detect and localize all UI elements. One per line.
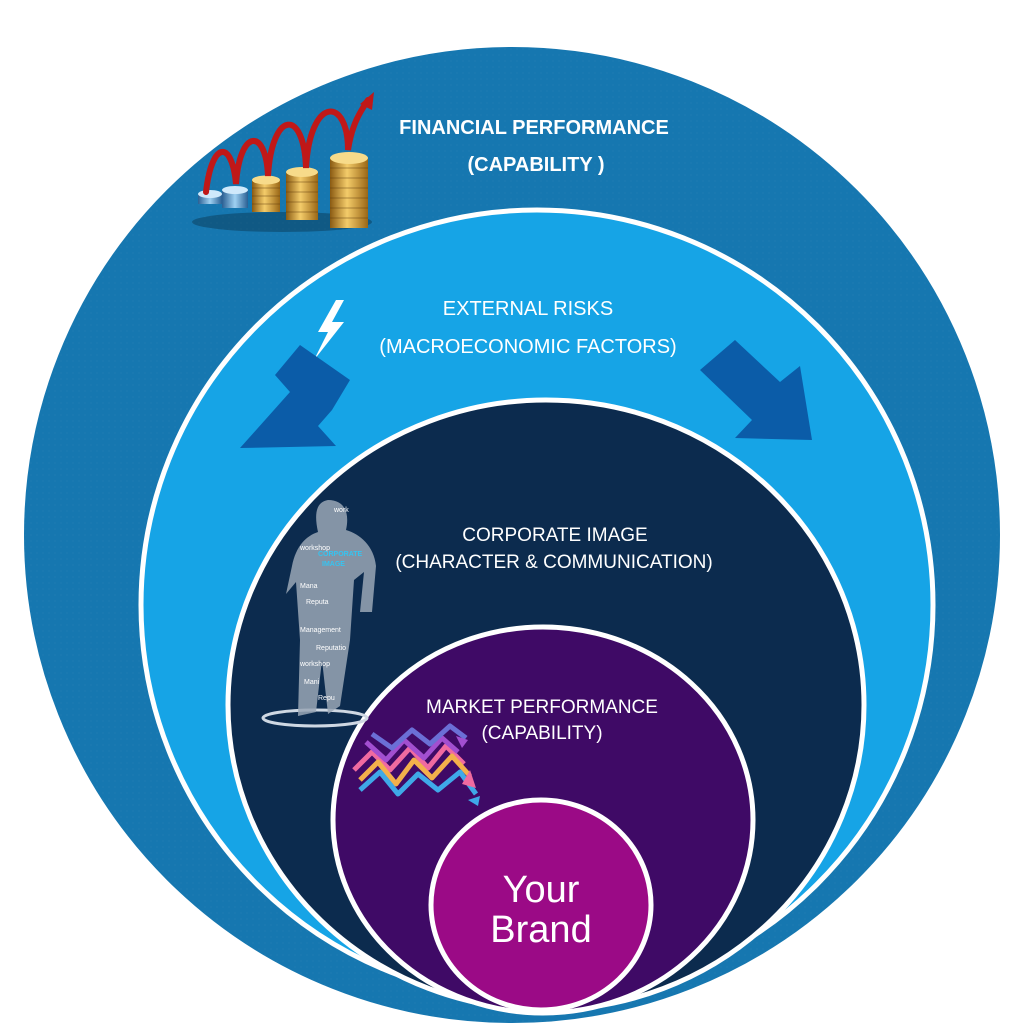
word-cloud-word: Reputatio [316, 645, 346, 652]
zigzag-trend-arrows-icon [352, 723, 480, 806]
external-title: EXTERNAL RISKS [443, 298, 613, 320]
word-cloud-word: Mana [300, 583, 318, 590]
word-cloud-word: work [333, 507, 349, 514]
core-brand-disc [428, 797, 654, 1013]
market-subtitle: (CAPABILITY) [481, 723, 602, 744]
financial-subtitle: (CAPABILITY ) [467, 154, 604, 176]
word-cloud-word: workshop [299, 545, 330, 552]
core-brand [428, 797, 654, 1013]
left-down-arrow-icon [240, 345, 350, 448]
right-down-arrow-icon [700, 340, 812, 440]
core-brand-line1: Your [503, 869, 580, 911]
external-subtitle: (MACROECONOMIC FACTORS) [379, 336, 676, 358]
lightning-bolt-icon [314, 300, 344, 360]
word-cloud-word: Reputa [306, 599, 329, 606]
financial-title: FINANCIAL PERFORMANCE [399, 117, 669, 139]
word-cloud-word: IMAGE [322, 561, 345, 568]
word-cloud-word: CORPORATE [318, 551, 363, 558]
word-cloud-word: workshop [299, 661, 330, 668]
word-cloud-businessman-icon: workworkshopCORPORATEIMAGEManaReputaMana… [261, 500, 376, 728]
coin-stacks-growth-icon [192, 92, 374, 232]
word-cloud-word: Repu [318, 695, 335, 702]
market-title: MARKET PERFORMANCE [426, 697, 658, 718]
word-cloud-word: Mani [304, 679, 320, 686]
word-cloud-word: Management [300, 627, 341, 634]
core-brand-line2: Brand [490, 909, 591, 951]
corporate-subtitle: (CHARACTER & COMMUNICATION) [395, 552, 712, 573]
corporate-title: CORPORATE IMAGE [462, 525, 647, 546]
